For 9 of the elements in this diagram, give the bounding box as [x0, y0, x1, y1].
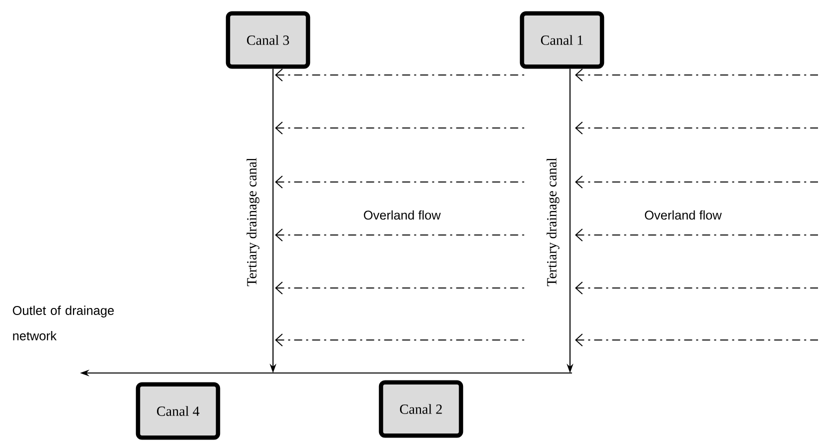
edge-label: Tertiary drainage canal: [546, 158, 560, 286]
flow-label: Overland flow: [362, 209, 442, 221]
edge-label: Tertiary drainage canal: [246, 158, 260, 286]
outlet-label: Outlet of drainage network: [12, 306, 114, 340]
flow-label: Overland flow: [642, 209, 724, 221]
canal-box: Canal 1: [520, 11, 604, 69]
canal-box: Canal 2: [378, 380, 464, 438]
canal-box: Canal 3: [226, 11, 310, 69]
canal-box: Canal 4: [136, 382, 220, 440]
